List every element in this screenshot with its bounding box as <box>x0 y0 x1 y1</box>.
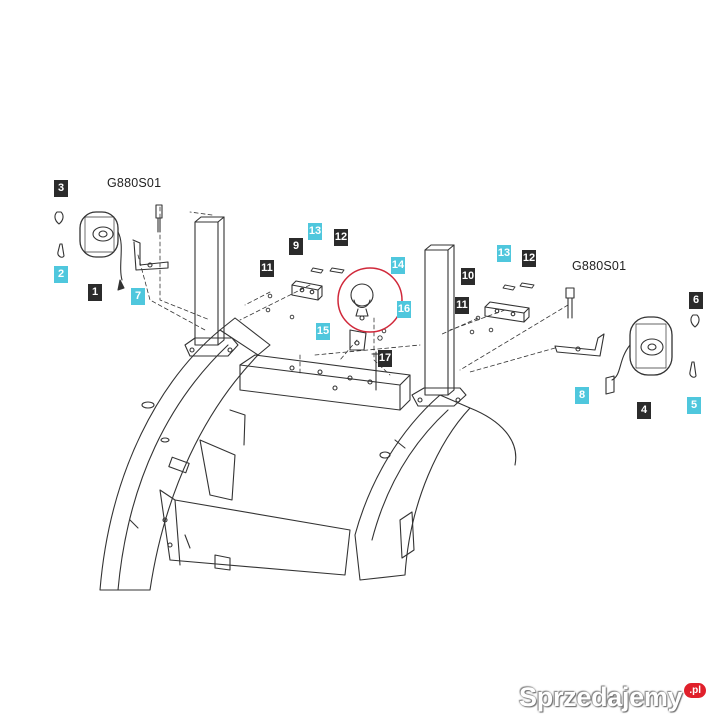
callout-11-left: 11 <box>260 260 274 277</box>
watermark: Sprzedajemy .pl <box>519 682 706 712</box>
left-fender <box>99 317 271 591</box>
left-lamp-fasteners <box>54 204 163 258</box>
watermark-text: Sprzedajemy <box>519 681 683 712</box>
spacer-block-left <box>291 280 323 301</box>
callout-4: 4 <box>637 402 651 419</box>
small-fasteners <box>265 267 535 341</box>
left-work-lamp <box>79 211 125 291</box>
callout-7: 7 <box>131 288 145 305</box>
callout-5: 5 <box>687 397 701 414</box>
callout-8: 8 <box>575 387 589 404</box>
callout-13-left: 13 <box>308 223 322 240</box>
right-rollbar-post <box>411 244 467 407</box>
callout-17: 17 <box>378 350 392 367</box>
beacon-lamp <box>350 283 374 321</box>
left-rollbar-post <box>184 216 239 357</box>
callout-13-right: 13 <box>497 245 511 262</box>
callout-14: 14 <box>391 257 405 274</box>
part-code-left: G880S01 <box>107 176 162 190</box>
right-lamp-bolt <box>565 287 575 319</box>
right-lamp-fasteners <box>689 314 700 378</box>
right-work-lamp <box>605 316 673 395</box>
part-code-right: G880S01 <box>572 259 627 273</box>
highlight-circle <box>337 267 403 333</box>
callout-12-right: 12 <box>522 250 536 267</box>
callout-12-left: 12 <box>334 229 348 246</box>
callout-10: 10 <box>461 268 475 285</box>
right-lamp-bracket <box>554 333 605 357</box>
rear-frame <box>159 354 411 576</box>
callout-6: 6 <box>689 292 703 309</box>
callout-9: 9 <box>289 238 303 255</box>
callout-2: 2 <box>54 266 68 283</box>
spacer-block-right <box>484 301 530 323</box>
callout-1: 1 <box>88 284 102 301</box>
right-fender <box>354 394 517 581</box>
watermark-badge: .pl <box>684 682 706 698</box>
callout-11-right: 11 <box>455 297 469 314</box>
callout-16: 16 <box>397 301 411 318</box>
callout-3: 3 <box>54 180 68 197</box>
callout-15: 15 <box>316 323 330 340</box>
left-lamp-bracket <box>132 239 169 271</box>
